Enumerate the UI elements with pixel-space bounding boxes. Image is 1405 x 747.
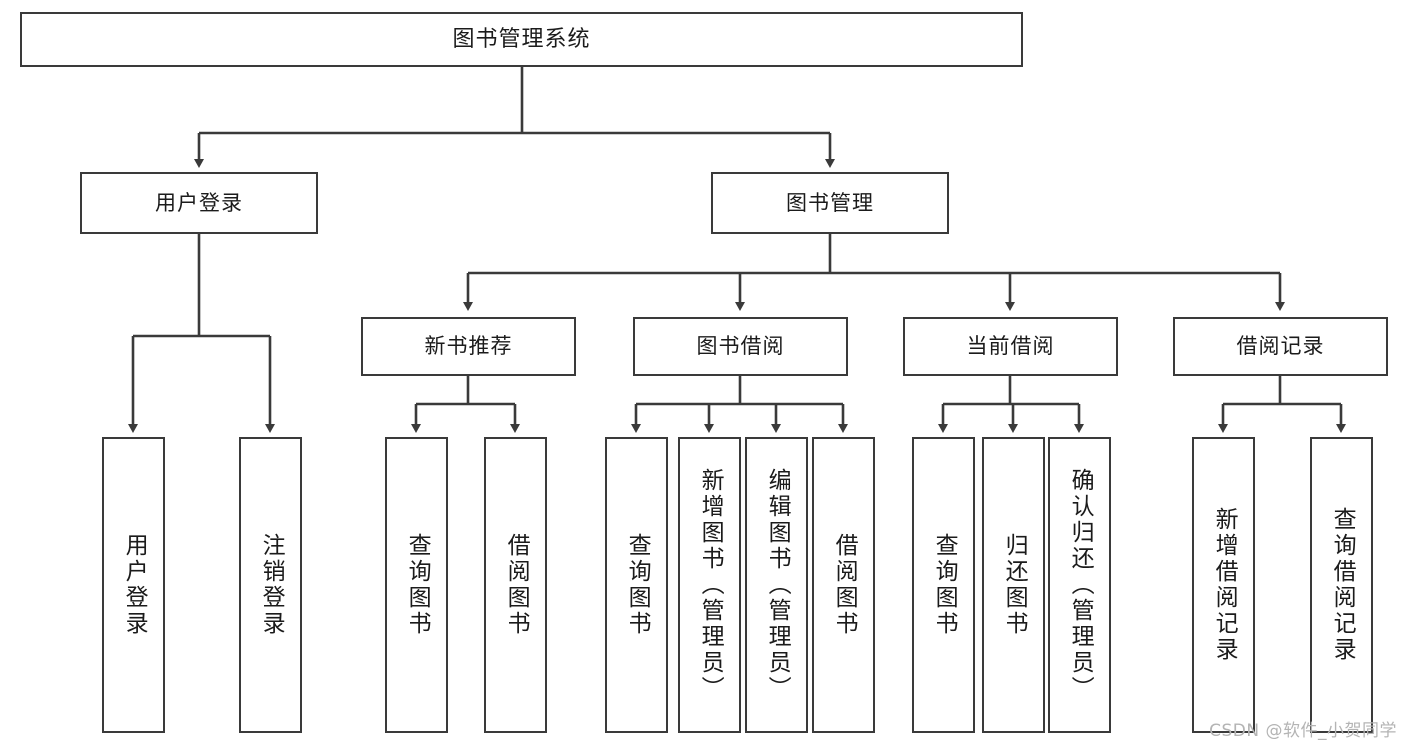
node-label: 图书借阅 (696, 334, 785, 359)
node-borrow-record[interactable]: 借阅记录 (1173, 317, 1388, 376)
node-label: 查询借阅记录 (1329, 507, 1356, 663)
node-label: 新增借阅记录 (1211, 507, 1238, 663)
node-label: 注销登录 (258, 533, 285, 637)
node-book-borrow[interactable]: 图书借阅 (633, 317, 848, 376)
leaf-add-borrow-record[interactable]: 新增借阅记录 (1192, 437, 1255, 733)
node-current-borrow[interactable]: 当前借阅 (903, 317, 1118, 376)
leaf-user-login[interactable]: 用户登录 (102, 437, 165, 733)
leaf-borrow-book[interactable]: 借阅图书 (812, 437, 875, 733)
leaf-add-book-admin[interactable]: 新增图书（管理员） (678, 437, 741, 733)
node-label: 查询图书 (931, 533, 958, 637)
node-label: 用户登录 (155, 190, 243, 215)
node-label: 用户登录 (121, 533, 148, 637)
node-label: 借阅记录 (1236, 334, 1325, 359)
node-root-system[interactable]: 图书管理系统 (20, 12, 1023, 67)
node-label: 编辑图书（管理员） (764, 468, 791, 702)
node-label: 图书管理系统 (452, 26, 591, 52)
leaf-borrow-book-recommend[interactable]: 借阅图书 (484, 437, 547, 733)
node-label: 借阅图书 (831, 533, 858, 637)
leaf-return-book[interactable]: 归还图书 (982, 437, 1045, 733)
node-label: 新增图书（管理员） (697, 468, 724, 702)
leaf-logout[interactable]: 注销登录 (239, 437, 302, 733)
watermark: CSDN @软件_小贺同学 (1209, 721, 1397, 741)
leaf-query-borrow-record[interactable]: 查询借阅记录 (1310, 437, 1373, 733)
node-label: 查询图书 (404, 533, 431, 637)
leaf-query-book-recommend[interactable]: 查询图书 (385, 437, 448, 733)
leaf-query-book-current[interactable]: 查询图书 (912, 437, 975, 733)
leaf-edit-book-admin[interactable]: 编辑图书（管理员） (745, 437, 808, 733)
node-book-management[interactable]: 图书管理 (711, 172, 949, 234)
node-label: 新书推荐 (424, 334, 513, 359)
node-label: 查询图书 (624, 533, 651, 637)
leaf-confirm-return-admin[interactable]: 确认归还（管理员） (1048, 437, 1111, 733)
node-user-login[interactable]: 用户登录 (80, 172, 318, 234)
node-label: 当前借阅 (966, 334, 1055, 359)
leaf-query-book-borrow[interactable]: 查询图书 (605, 437, 668, 733)
node-label: 借阅图书 (503, 533, 530, 637)
node-new-book-recommend[interactable]: 新书推荐 (361, 317, 576, 376)
node-label: 图书管理 (786, 190, 874, 215)
node-label: 归还图书 (1001, 533, 1028, 637)
node-label: 确认归还（管理员） (1067, 468, 1094, 702)
